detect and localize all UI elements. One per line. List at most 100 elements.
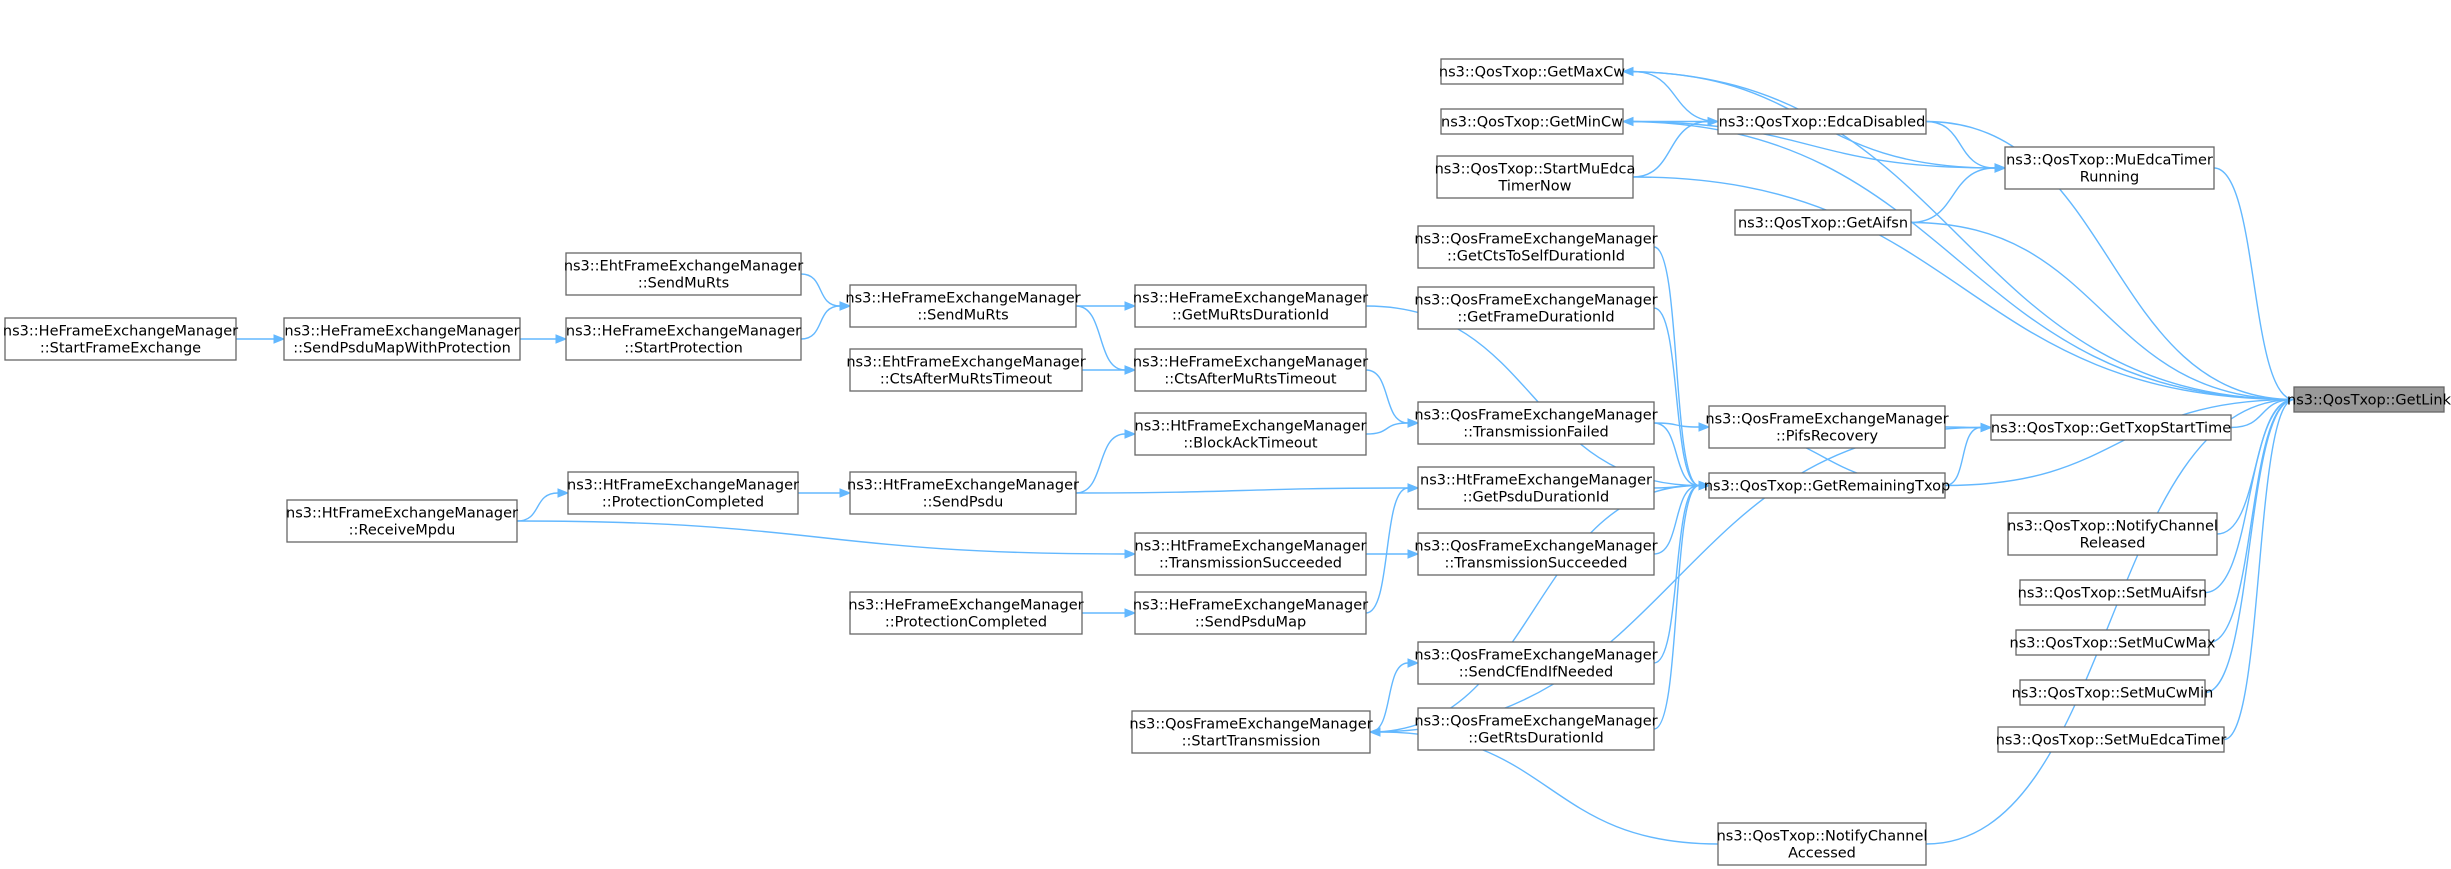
edge-line — [1925, 398, 2295, 845]
node-label-line: ::TransmissionFailed — [1463, 425, 1609, 441]
node-getlink[interactable]: ns3::QosTxop::GetLink — [2287, 386, 2451, 413]
edge-qfem_transmissionfailed-to-qfem_pifsrecovery — [1653, 422, 1711, 432]
edge-arrowhead — [1994, 163, 2007, 173]
node-ht_protectioncompleted[interactable]: ns3::HtFrameExchangeManager::ProtectionC… — [567, 471, 799, 515]
edge-line — [516, 520, 1126, 555]
node-label-line: ns3::HeFrameExchangeManager — [1133, 355, 1368, 371]
edge-arrowhead — [1124, 301, 1137, 311]
edge-getremainingtxop-to-gettxopstarttime — [1944, 422, 1993, 487]
edge-line — [1632, 120, 1709, 178]
node-he_protectioncompleted[interactable]: ns3::HeFrameExchangeManager::ProtectionC… — [848, 591, 1084, 635]
node-getaifsn[interactable]: ns3::QosTxop::GetAifsn — [1734, 209, 1912, 236]
node-setmucwmin[interactable]: ns3::QosTxop::SetMuCwMin — [2012, 679, 2214, 706]
node-label-line: ::ReceiveMpdu — [349, 523, 456, 539]
node-box — [567, 471, 799, 515]
node-eht_ctsaftermurts[interactable]: ns3::EhtFrameExchangeManager::CtsAfterMu… — [846, 348, 1086, 392]
node-ht_blockacktimeout[interactable]: ns3::HtFrameExchangeManager::BlockAckTim… — [1134, 412, 1367, 456]
node-label-line: ::GetRtsDurationId — [1468, 731, 1603, 747]
node-label-line: ::CtsAfterMuRtsTimeout — [1164, 372, 1337, 388]
node-label-line: ns3::QosTxop::NotifyChannel — [2007, 519, 2218, 535]
node-box — [286, 499, 518, 543]
edge-getaifsn-to-getlink — [1910, 221, 2306, 405]
edge-line — [1632, 176, 2295, 401]
node-he_ctsaftermurts[interactable]: ns3::HeFrameExchangeManager::CtsAfterMuR… — [1133, 348, 1368, 392]
edge-he_sendpsdumapwithprot-to-he_startprotection — [520, 334, 568, 344]
node-gettxopstarttime[interactable]: ns3::QosTxop::GetTxopStartTime — [1990, 414, 2232, 441]
node-label-line: ns3::HtFrameExchangeManager — [1420, 473, 1652, 489]
node-getremainingtxop[interactable]: ns3::QosTxop::GetRemainingTxop — [1704, 472, 1950, 499]
node-label-line: ns3::HtFrameExchangeManager — [847, 478, 1079, 494]
node-label-line: ns3::QosFrameExchangeManager — [1414, 232, 1657, 248]
edge-line — [1653, 422, 1700, 428]
edge-line — [1653, 484, 1700, 730]
node-qfem_pifsrecovery[interactable]: ns3::QosFrameExchangeManager::PifsRecove… — [1705, 405, 1949, 449]
edge-line — [800, 305, 841, 340]
node-label-line: ns3::QosTxop::SetMuCwMax — [2010, 636, 2216, 652]
edge-arrowhead — [1124, 429, 1137, 439]
edge-setmuedcatimer-to-getlink — [2223, 394, 2306, 741]
node-getmaxcw[interactable]: ns3::QosTxop::GetMaxCw — [1439, 58, 1625, 85]
edge-line — [1365, 422, 1409, 435]
node-getmincw[interactable]: ns3::QosTxop::GetMinCw — [1440, 108, 1624, 135]
node-eht_sendmurts[interactable]: ns3::EhtFrameExchangeManager::SendMuRts — [564, 252, 803, 296]
edge-arrowhead — [1124, 608, 1137, 618]
node-he_sendpsdumapwithprot[interactable]: ns3::HeFrameExchangeManager::SendPsduMap… — [283, 317, 521, 361]
node-edcadisabled[interactable]: ns3::QosTxop::EdcaDisabled — [1717, 108, 1927, 135]
node-box — [1417, 225, 1655, 269]
node-box — [2293, 386, 2445, 413]
node-qfem_transmissionsucceeded[interactable]: ns3::QosFrameExchangeManager::Transmissi… — [1414, 532, 1658, 576]
node-qfem_getctstoself[interactable]: ns3::QosFrameExchangeManager::GetCtsToSe… — [1414, 225, 1658, 269]
node-label-line: TimerNow — [1497, 179, 1571, 195]
edge-arrowhead — [1621, 66, 1634, 77]
edge-line — [516, 492, 559, 522]
edge-line — [2204, 398, 2295, 694]
node-qfem_starttransmission[interactable]: ns3::QosFrameExchangeManager::StartTrans… — [1129, 710, 1373, 754]
node-he_startprotection[interactable]: ns3::HeFrameExchangeManager::StartProtec… — [565, 317, 802, 361]
node-label-line: ns3::QosTxop::GetAifsn — [1738, 216, 1908, 232]
node-box — [1417, 641, 1655, 685]
node-label-line: Running — [2080, 170, 2139, 186]
edge-ht_sendpsdu-to-ht_getpsduduration — [1075, 483, 1420, 494]
node-label-line: ns3::QosTxop::EdcaDisabled — [1719, 115, 1926, 131]
node-label-line: ns3::QosTxop::SetMuCwMin — [2012, 686, 2214, 702]
edge-line — [1075, 305, 1126, 371]
node-label-line: ns3::QosFrameExchangeManager — [1414, 648, 1657, 664]
node-qfem_transmissionfailed[interactable]: ns3::QosFrameExchangeManager::Transmissi… — [1414, 401, 1658, 445]
edge-arrowhead — [1407, 658, 1420, 668]
node-he_getmurtsduration[interactable]: ns3::HeFrameExchangeManager::GetMuRtsDur… — [1133, 284, 1368, 328]
edge-line — [1910, 167, 1996, 224]
node-box — [849, 284, 1077, 328]
node-setmuaifsn[interactable]: ns3::QosTxop::SetMuAifsn — [2018, 579, 2208, 606]
edge-line — [2204, 398, 2295, 594]
node-ht_sendpsdu[interactable]: ns3::HtFrameExchangeManager::SendPsdu — [847, 471, 1079, 515]
node-label-line: ::SendPsduMap — [1195, 615, 1306, 631]
edge-he_getmurtsduration-to-getremainingtxop — [1365, 305, 1711, 491]
node-qfem_getrtsduration[interactable]: ns3::QosFrameExchangeManager::GetRtsDura… — [1414, 707, 1658, 751]
node-ht_receivempdu[interactable]: ns3::HtFrameExchangeManager::ReceiveMpdu — [286, 499, 518, 543]
node-label-line: ns3::QosFrameExchangeManager — [1414, 293, 1657, 309]
node-he_startframeexchange[interactable]: ns3::HeFrameExchangeManager::StartFrameE… — [3, 317, 238, 361]
node-label-line: ::SendMuRts — [638, 276, 729, 292]
edge-line — [1622, 70, 2295, 401]
node-qfem_getframeduration[interactable]: ns3::QosFrameExchangeManager::GetFrameDu… — [1414, 286, 1658, 330]
node-box — [1417, 707, 1655, 751]
node-ht_transmissionsucceeded[interactable]: ns3::HtFrameExchangeManager::Transmissio… — [1134, 532, 1367, 576]
node-ht_getpsduduration[interactable]: ns3::HtFrameExchangeManager::GetPsduDura… — [1417, 466, 1655, 510]
node-he_sendpsdumap[interactable]: ns3::HeFrameExchangeManager::SendPsduMap — [1133, 591, 1368, 635]
node-setmucwmax[interactable]: ns3::QosTxop::SetMuCwMax — [2010, 629, 2216, 656]
edge-line — [1944, 426, 1982, 487]
node-he_sendmurts[interactable]: ns3::HeFrameExchangeManager::SendMuRts — [845, 284, 1081, 328]
node-label-line: ns3::QosTxop::MuEdcaTimer — [2006, 153, 2213, 169]
node-qfem_sendcfendifneeded[interactable]: ns3::QosFrameExchangeManager::SendCfEndI… — [1414, 641, 1658, 685]
node-label-line: ns3::HeFrameExchangeManager — [3, 324, 238, 340]
edge-arrowhead — [839, 488, 852, 498]
edge-arrowhead — [1698, 422, 1711, 432]
node-setmuedcatimer[interactable]: ns3::QosTxop::SetMuEdcaTimer — [1996, 726, 2227, 753]
edge-line — [1925, 120, 1996, 169]
edge-arrowhead — [1698, 480, 1711, 491]
edge-arrowhead — [1407, 549, 1420, 559]
